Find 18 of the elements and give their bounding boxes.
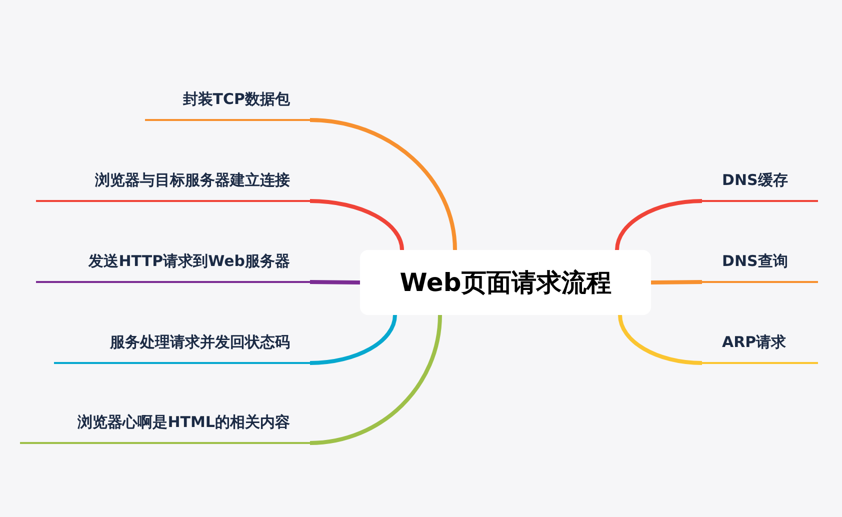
- central-topic-title: Web页面请求流程: [400, 267, 612, 299]
- branch-line: [310, 314, 442, 445]
- topic-label: DNS查询: [722, 252, 788, 271]
- branch-line: [310, 118, 457, 250]
- topic-label: 发送HTTP请求到Web服务器: [88, 252, 290, 271]
- topic-label: ARP请求: [722, 333, 786, 352]
- branch-line: [310, 314, 397, 365]
- branch-line: [650, 280, 702, 284]
- topic-label: 浏览器心啊是HTML的相关内容: [78, 413, 290, 432]
- branch-line: [310, 199, 404, 250]
- branch-line: [615, 199, 702, 250]
- topic-label: 服务处理请求并发回状态码: [110, 333, 290, 352]
- topic-label: 封装TCP数据包: [182, 90, 290, 109]
- topic-label: DNS缓存: [722, 171, 788, 190]
- branch-line: [618, 314, 702, 365]
- topic-label: 浏览器与目标服务器建立连接: [95, 171, 290, 190]
- branch-line: [310, 280, 360, 284]
- central-topic-box: [360, 250, 651, 315]
